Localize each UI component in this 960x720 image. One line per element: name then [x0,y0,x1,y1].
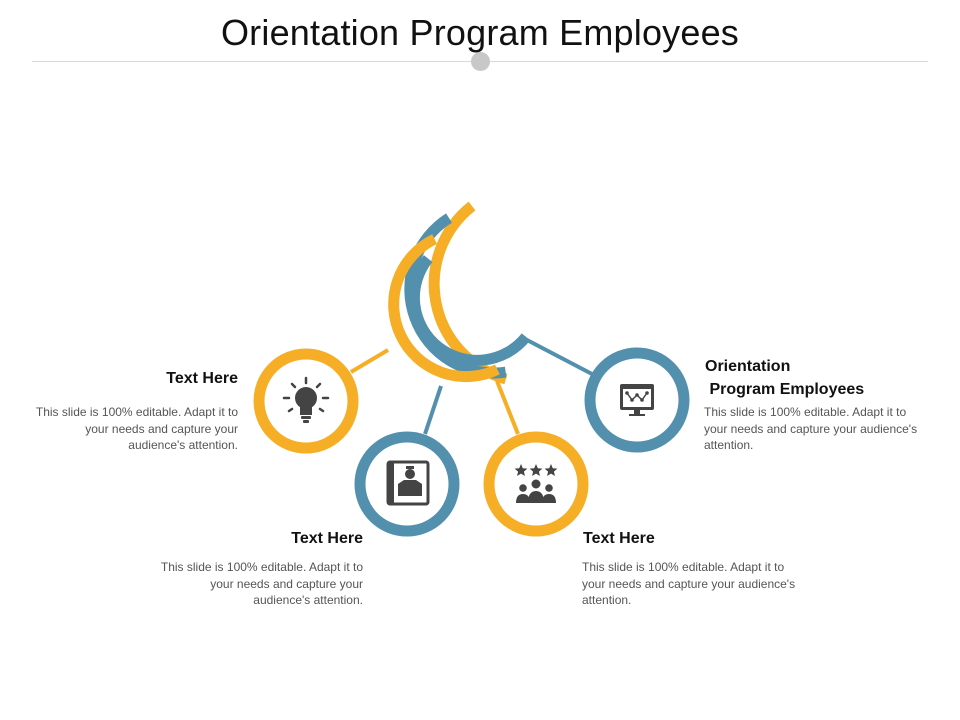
node-team-rating [483,431,589,537]
lightbulb-icon [282,376,330,423]
node-lightbulb [253,348,359,454]
item-2-heading: Text Here [291,530,363,547]
outer-orange-arc [428,201,508,385]
monitor-network-icon [620,384,654,416]
inner-blue-arc [408,255,531,366]
inner-orange-arc [388,234,500,383]
item-1-body: This slide is 100% editable. Adapt it to… [35,405,238,452]
item-4-body: This slide is 100% editable. Adapt it to… [704,405,918,452]
connector-bottom-right [495,380,520,435]
page-title: Orientation Program Employees [220,12,740,53]
divider-dot [471,52,490,71]
item-2-body: This slide is 100% editable. Adapt it to… [160,560,363,607]
connectors [349,338,593,435]
employee-id-card-icon [386,460,430,506]
item-4-heading: Orientation Program Employees [705,358,865,398]
item-3-heading: Text Here [583,530,655,547]
connector-right [526,338,593,376]
connector-bottom-left [423,385,443,435]
connector-left [349,348,390,374]
node-employee-card [354,431,460,537]
central-arcs [388,201,531,385]
node-monitor [584,347,690,453]
team-rating-icon [514,464,558,503]
item-3-body: This slide is 100% editable. Adapt it to… [582,560,796,607]
item-1-heading: Text Here [166,370,238,387]
